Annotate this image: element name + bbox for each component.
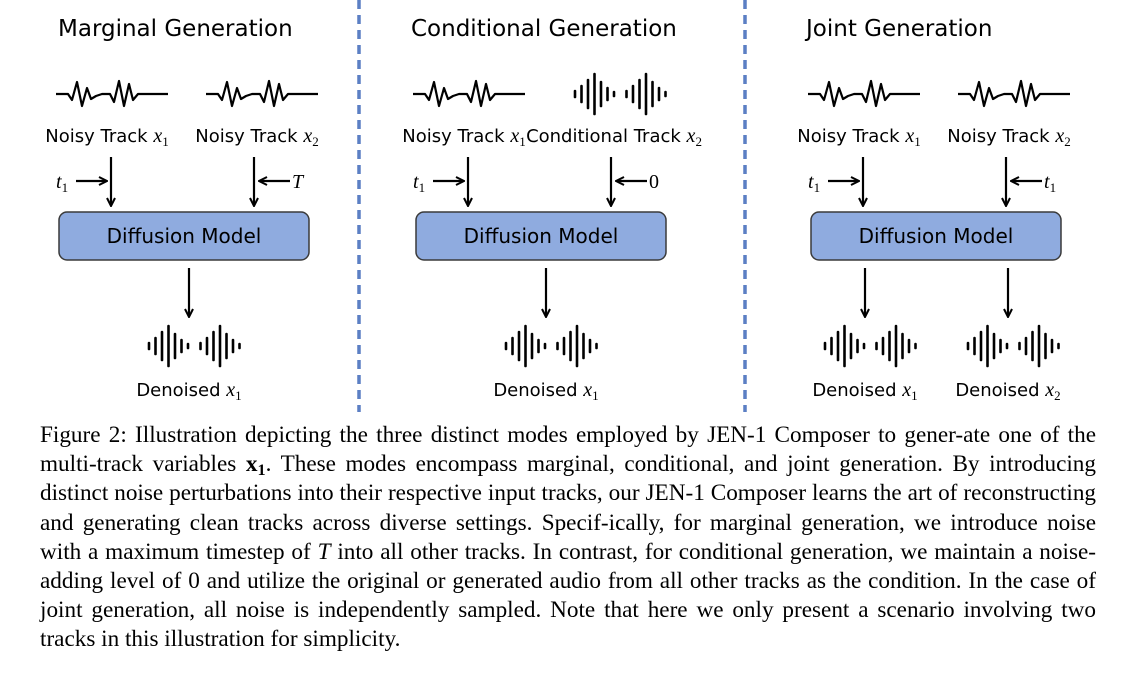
diffusion-model-box <box>58 211 310 261</box>
timestep-label-right: T <box>292 171 305 193</box>
noisy-waveform-icon <box>958 79 1070 108</box>
panel-title: Joint Generation <box>804 16 992 42</box>
denoised-waveform-icon <box>147 324 241 368</box>
diffusion-model-label: Diffusion Model <box>107 224 262 248</box>
timestep-label-left: t1 <box>413 171 425 195</box>
timestep-label-left: t1 <box>808 171 820 195</box>
timestep-label-right: t1 <box>1044 171 1056 195</box>
noisy-waveform-icon <box>56 79 168 108</box>
diffusion-model-label: Diffusion Model <box>859 224 1014 248</box>
output-track-label: Denoised x2 <box>955 379 1060 403</box>
panel-title: Marginal Generation <box>58 16 293 42</box>
caption-conclusion: into all other tracks. In contrast, for … <box>40 538 1096 653</box>
panel-title: Conditional Generation <box>411 16 677 42</box>
noisy-waveform-icon <box>808 79 920 108</box>
denoised-waveform-icon <box>823 324 917 368</box>
input-track-label: Noisy Track x2 <box>947 125 1070 149</box>
denoised-waveform-icon <box>966 324 1060 368</box>
caption-variable: x1 <box>245 451 266 480</box>
caption-body: . These modes encompass marginal, condit… <box>40 451 1096 565</box>
input-track-label: Noisy Track x1 <box>797 125 920 149</box>
input-track-label: Noisy Track x2 <box>195 125 318 149</box>
input-track-label: Conditional Track x2 <box>526 125 702 149</box>
caption-timestep-symbol: T <box>317 538 331 565</box>
diffusion-model-box <box>810 211 1062 261</box>
output-track-label: Denoised x1 <box>136 379 241 403</box>
figure-caption: Figure 2: Illustration depicting the thr… <box>40 421 1096 655</box>
input-track-label: Noisy Track x1 <box>402 125 525 149</box>
timestep-label-right: 0 <box>649 171 659 193</box>
timestep-label-left: t1 <box>56 171 68 195</box>
output-track-label: Denoised x1 <box>493 379 598 403</box>
output-track-label: Denoised x1 <box>812 379 917 403</box>
input-track-label: Noisy Track x1 <box>45 125 168 149</box>
diffusion-model-label: Diffusion Model <box>464 224 619 248</box>
noisy-waveform-icon <box>206 79 318 108</box>
diffusion-model-box <box>415 211 667 261</box>
denoised-waveform-icon <box>504 324 598 368</box>
clean-waveform-icon <box>573 72 667 116</box>
noisy-waveform-icon <box>413 79 525 108</box>
caption-prefix: Figure 2: Illustration depicting the thr… <box>40 422 1096 478</box>
